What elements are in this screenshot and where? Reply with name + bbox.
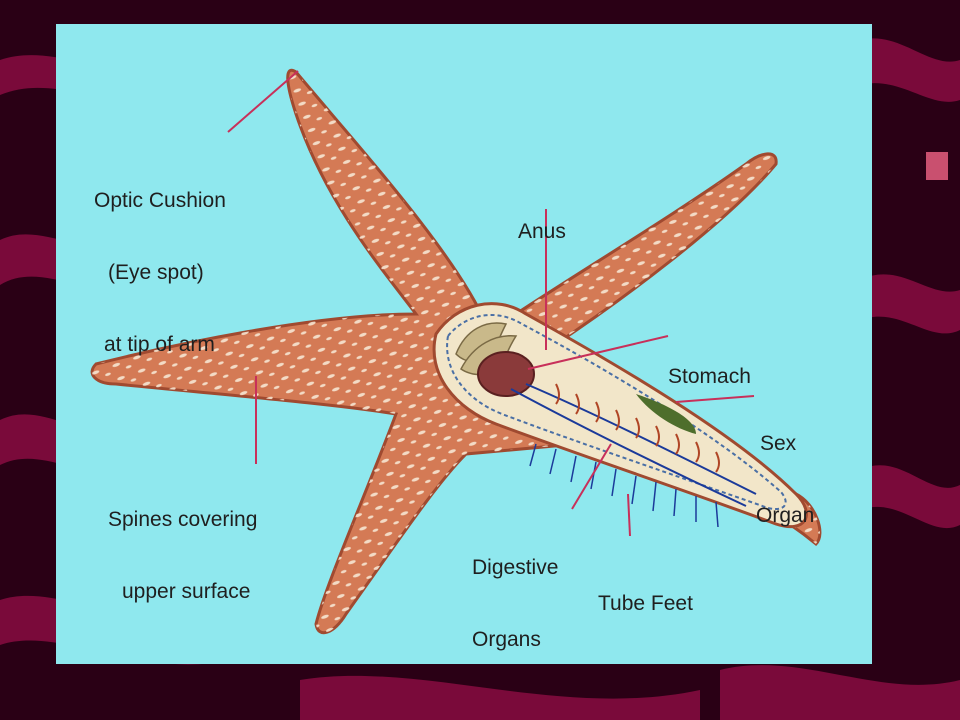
dissected-arm xyxy=(432,302,808,529)
tube-feet-label: Tube Feet xyxy=(598,592,693,615)
optic-cushion-label: Optic Cushion (Eye spot) at tip of arm xyxy=(94,189,226,356)
starfish-illustration xyxy=(90,68,822,635)
sex-organ-shape xyxy=(636,394,696,434)
sex-organ-label: Sex Organ xyxy=(756,432,815,527)
starfish-diagram: Optic Cushion (Eye spot) at tip of arm A… xyxy=(56,24,872,664)
tube-feet-leader xyxy=(627,493,631,537)
tube-feet-shapes xyxy=(529,443,719,528)
spines-label: Spines covering upper surface xyxy=(108,508,258,603)
stomach-label: Stomach xyxy=(668,365,751,388)
digestive-glands xyxy=(555,383,720,473)
bullet-square-icon xyxy=(926,152,948,180)
sex-organ-leader xyxy=(675,395,755,403)
anus-label: Anus xyxy=(518,220,566,243)
optic-cushion-leader xyxy=(227,70,299,133)
stomach-shape xyxy=(477,351,535,397)
digestive-organs-label: Digestive Organs xyxy=(472,556,559,651)
stomach-leader xyxy=(527,335,669,370)
leader-lines xyxy=(227,70,755,537)
digestive-leader xyxy=(571,443,612,510)
